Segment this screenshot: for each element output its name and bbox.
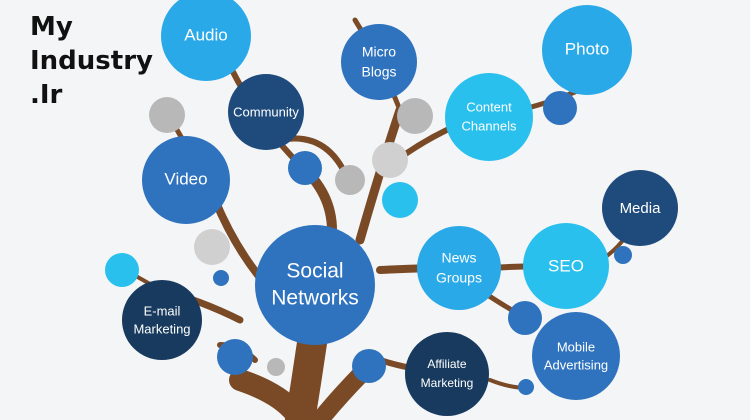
node-photo: Photo xyxy=(542,5,632,95)
node-email-marketing: E-mail Marketing xyxy=(122,280,202,360)
bubble-grey xyxy=(372,142,408,178)
bubble-blue xyxy=(352,349,386,383)
node-content-channels-label-1: Content xyxy=(466,99,512,114)
bubble-grey xyxy=(335,165,365,195)
bubble-blue xyxy=(288,151,322,185)
logo-line-1: My xyxy=(30,12,73,42)
node-media: Media xyxy=(602,170,678,246)
node-mobile-advertising: Mobile Advertising xyxy=(532,312,620,400)
node-news-groups-label-2: Groups xyxy=(436,270,482,286)
node-micro-blogs: Micro Blogs xyxy=(341,24,417,100)
bubble-grey xyxy=(149,97,185,133)
node-affiliate-marketing: Affiliate Marketing xyxy=(405,332,489,416)
site-logo: My Industry .Ir xyxy=(30,10,153,112)
bubble-cyan xyxy=(105,253,139,287)
node-email-marketing-label-1: E-mail xyxy=(144,303,181,318)
node-news-groups: News Groups xyxy=(417,226,501,310)
node-community: Community xyxy=(228,74,304,150)
bubble-blue xyxy=(213,270,229,286)
bubble-blue xyxy=(614,246,632,264)
node-micro-blogs-label-2: Blogs xyxy=(361,64,396,80)
node-social-networks: Social Networks xyxy=(255,225,375,345)
bubble-blue xyxy=(217,339,253,375)
logo-line-3: .Ir xyxy=(30,80,63,110)
node-micro-blogs-label-1: Micro xyxy=(362,44,396,60)
bubble-grey xyxy=(194,229,230,265)
bubble-blue xyxy=(543,91,577,125)
node-news-groups-label-1: News xyxy=(441,250,476,266)
bubble-blue xyxy=(518,379,534,395)
node-media-label: Media xyxy=(620,200,662,217)
decorative-bubbles xyxy=(105,91,632,395)
node-social-networks-label-1: Social xyxy=(286,260,343,283)
node-community-label: Community xyxy=(233,104,299,119)
bubble-grey xyxy=(267,358,285,376)
node-audio-label: Audio xyxy=(184,25,227,44)
node-affiliate-marketing-label-1: Affiliate xyxy=(427,357,466,371)
bubble-blue xyxy=(508,301,542,335)
node-audio: Audio xyxy=(161,0,251,81)
logo-line-2: Industry xyxy=(30,46,153,76)
node-seo: SEO xyxy=(523,223,609,309)
node-photo-label: Photo xyxy=(565,39,609,58)
node-video: Video xyxy=(142,136,230,224)
node-mobile-advertising-label-1: Mobile xyxy=(557,339,595,354)
node-content-channels-label-2: Channels xyxy=(462,118,517,133)
node-content-channels: Content Channels xyxy=(445,73,533,161)
node-social-networks-label-2: Networks xyxy=(271,287,359,310)
node-mobile-advertising-label-2: Advertising xyxy=(544,357,608,372)
node-affiliate-marketing-label-2: Marketing xyxy=(421,376,474,390)
node-email-marketing-label-2: Marketing xyxy=(133,321,190,336)
bubble-cyan xyxy=(382,182,418,218)
node-seo-label: SEO xyxy=(548,256,584,275)
node-video-label: Video xyxy=(164,169,207,188)
bubble-grey xyxy=(397,98,433,134)
